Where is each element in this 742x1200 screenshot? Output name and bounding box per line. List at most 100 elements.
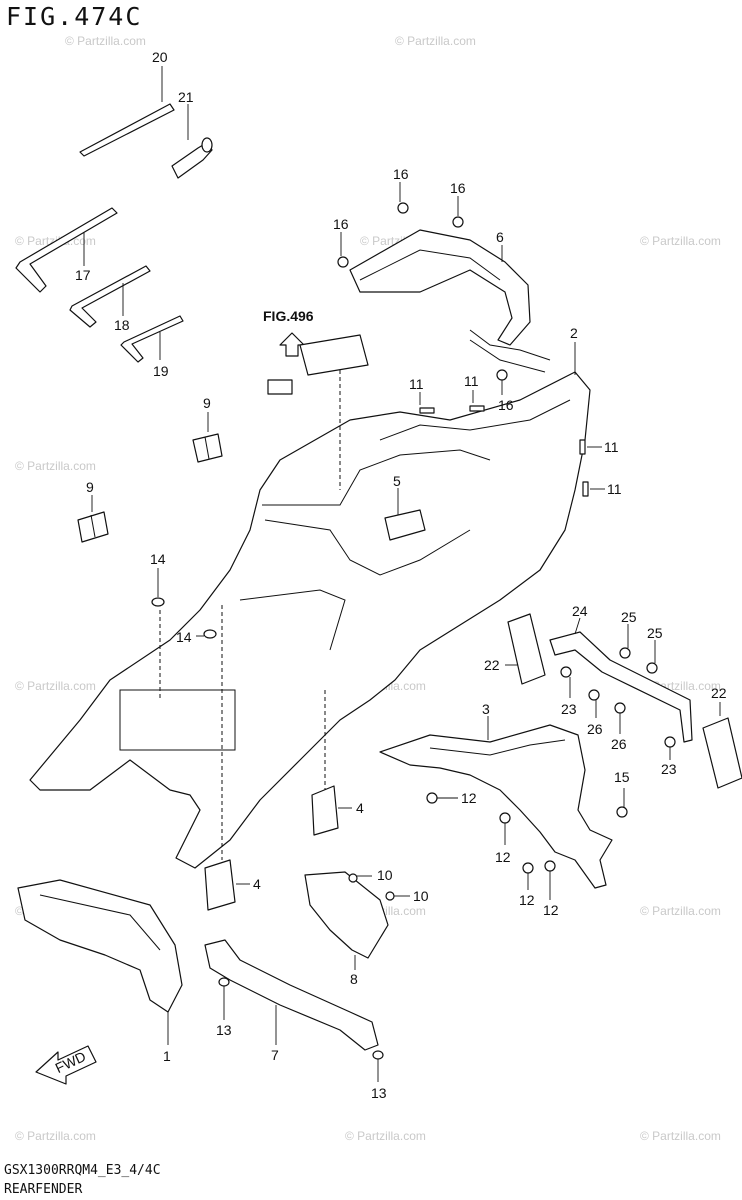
- rubber-tab-part[interactable]: [419, 392, 435, 414]
- cushion-pad-part[interactable]: [204, 859, 250, 911]
- cushion-part[interactable]: [384, 488, 426, 541]
- license-bracket-part[interactable]: [549, 617, 693, 743]
- rubber-tab-part[interactable]: [469, 390, 485, 412]
- washer-part[interactable]: [614, 702, 626, 734]
- callout-23: 23: [661, 761, 677, 777]
- callout-12: 12: [461, 790, 477, 806]
- callout-7: 7: [271, 1047, 279, 1063]
- forward-arrow-icon: FWD: [35, 1045, 97, 1085]
- callout-11: 11: [607, 481, 622, 497]
- callout-18: 18: [114, 317, 130, 333]
- screw-part[interactable]: [348, 873, 372, 883]
- callout-22: 22: [711, 685, 727, 701]
- stay-part[interactable]: [204, 939, 379, 1051]
- under-cover-part[interactable]: [17, 879, 183, 1045]
- rubber-tab-part[interactable]: [582, 481, 605, 497]
- nut-part[interactable]: [664, 736, 676, 760]
- callout-13: 13: [216, 1022, 232, 1038]
- screw-part[interactable]: [499, 812, 511, 845]
- watermark: © Partzilla.com: [15, 679, 96, 693]
- rubber-tab-part[interactable]: [579, 439, 602, 455]
- callout-1: 1: [163, 1048, 171, 1064]
- bolt-part[interactable]: [452, 196, 464, 228]
- screw-part[interactable]: [385, 891, 410, 901]
- screw-part[interactable]: [544, 860, 556, 900]
- callout-11: 11: [464, 373, 479, 389]
- callout-25: 25: [621, 609, 637, 625]
- clamp-upper-part[interactable]: [192, 412, 223, 463]
- watermark: © Partzilla.com: [640, 234, 721, 248]
- callout-25: 25: [647, 625, 663, 641]
- callout-2: 2: [570, 325, 578, 341]
- nut-part[interactable]: [560, 666, 572, 698]
- grommet-part[interactable]: [372, 1050, 384, 1082]
- callout-10: 10: [377, 867, 393, 883]
- figure-reference[interactable]: FIG.496: [263, 308, 314, 357]
- callout-22: 22: [484, 657, 500, 673]
- callout-26: 26: [611, 736, 627, 752]
- callout-6: 6: [496, 229, 504, 245]
- callout-16: 16: [393, 166, 409, 182]
- callout-24: 24: [572, 603, 588, 619]
- callout-11: 11: [409, 376, 424, 392]
- watermark: © Partzilla.com: [640, 1129, 721, 1143]
- callout-19: 19: [153, 363, 169, 379]
- callout-16: 16: [498, 397, 514, 413]
- hex-wrench-large-part[interactable]: [15, 207, 118, 293]
- callout-12: 12: [495, 849, 511, 865]
- callout-8: 8: [350, 971, 358, 987]
- grommet-part[interactable]: [151, 568, 165, 607]
- callout-9: 9: [203, 395, 211, 411]
- watermark: © Partzilla.com: [640, 904, 721, 918]
- bolt-part[interactable]: [496, 369, 508, 395]
- callout-10: 10: [413, 888, 429, 904]
- callout-23: 23: [561, 701, 577, 717]
- callout-20: 20: [152, 49, 168, 65]
- screw-part[interactable]: [426, 792, 458, 804]
- clamp-lower-part[interactable]: [77, 495, 109, 543]
- bolt-part[interactable]: [397, 182, 409, 214]
- figure-reference-label: FIG.496: [263, 308, 314, 324]
- figure-name: REARFENDER: [4, 1182, 83, 1197]
- callout-9: 9: [86, 479, 94, 495]
- grommet-part[interactable]: [196, 629, 217, 639]
- watermark: © Partzilla.com: [395, 34, 476, 48]
- hex-wrench-small-part[interactable]: [120, 315, 184, 363]
- label-sheet-part[interactable]: [267, 334, 369, 395]
- screwdriver-part[interactable]: [79, 66, 175, 157]
- callout-3: 3: [482, 701, 490, 717]
- grommet-part[interactable]: [218, 977, 230, 1020]
- figure-title: FIG.474C: [6, 2, 143, 31]
- bolt-part[interactable]: [337, 232, 349, 268]
- screw-part[interactable]: [619, 624, 631, 659]
- callout-17: 17: [75, 267, 91, 283]
- callout-16: 16: [450, 180, 466, 196]
- cushion-pad-part[interactable]: [311, 785, 352, 836]
- bolt-part[interactable]: [616, 788, 628, 818]
- watermark: © Partzilla.com: [345, 1129, 426, 1143]
- screw-part[interactable]: [522, 862, 534, 890]
- callout-5: 5: [393, 473, 401, 489]
- washer-part[interactable]: [588, 689, 600, 718]
- reflector-part[interactable]: [702, 702, 742, 789]
- watermark: © Partzilla.com: [15, 1129, 96, 1143]
- callout-11: 11: [604, 439, 619, 455]
- rear-fender-lower-part[interactable]: [379, 716, 613, 889]
- callout-layer: 20 21 17 18 19 16 16 16 6 2 11 11 16 11 …: [75, 49, 727, 1101]
- screwdriver-handle-part[interactable]: [171, 104, 213, 179]
- callout-13: 13: [371, 1085, 387, 1101]
- callout-15: 15: [614, 769, 630, 785]
- callout-16: 16: [333, 216, 349, 232]
- cover-part[interactable]: [304, 871, 389, 970]
- hex-wrench-medium-part[interactable]: [69, 265, 151, 328]
- bracket-part[interactable]: [349, 229, 551, 373]
- reflector-part[interactable]: [505, 613, 546, 685]
- callout-14: 14: [150, 551, 166, 567]
- callout-26: 26: [587, 721, 603, 737]
- callout-4: 4: [356, 800, 364, 816]
- screw-part[interactable]: [646, 640, 658, 674]
- callout-14: 14: [176, 629, 192, 645]
- watermark: © Partzilla.com: [15, 459, 96, 473]
- watermark: © Partzilla.com: [65, 34, 146, 48]
